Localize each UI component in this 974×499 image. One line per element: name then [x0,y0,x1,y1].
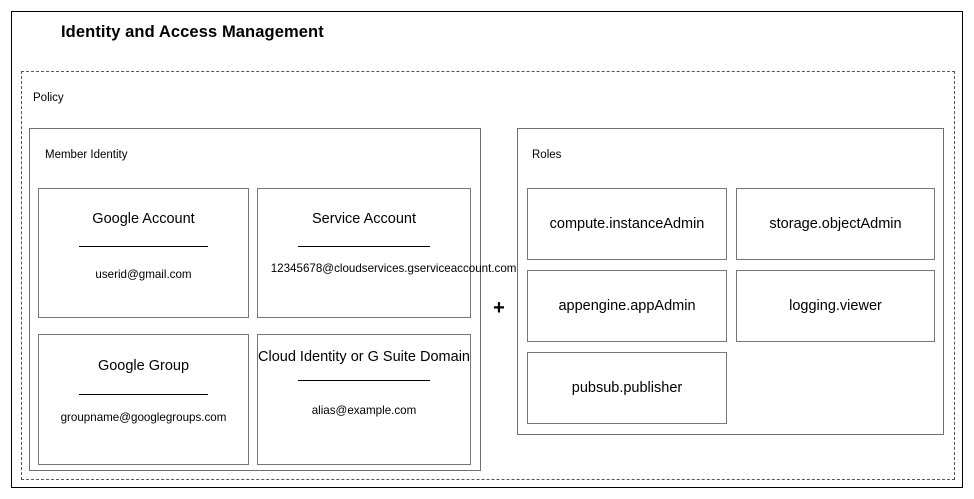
member-card-service-account[interactable]: Service Account 12345678@cloudservices.g… [257,188,517,318]
card-divider [298,380,430,382]
role-card-appengine-app-admin[interactable]: appengine.appAdmin [527,270,727,342]
role-card-storage-object-admin[interactable]: storage.objectAdmin [736,188,935,260]
role-card-pubsub-publisher[interactable]: pubsub.publisher [527,352,727,424]
member-card-google-group[interactable]: Google Group groupname@googlegroups.com [38,334,249,465]
card-divider [298,246,430,248]
plus-operator-icon: + [493,297,505,319]
member-identity-label: Member Identity [45,149,128,161]
card-value: groupname@googlegroups.com [60,411,227,425]
card-title: Cloud Identity or G Suite Domain [258,349,470,365]
member-card-google-account[interactable]: Google Account userid@gmail.com [38,188,249,318]
card-value: userid@gmail.com [95,268,192,282]
card-title: Google Account [92,211,195,227]
card-value: alias@example.com [311,404,417,418]
card-value: 12345678@cloudservices.gserviceaccount.c… [270,262,517,276]
card-divider [78,394,209,396]
roles-label: Roles [532,149,562,161]
member-card-cloud-identity[interactable]: Cloud Identity or G Suite Domain alias@e… [257,334,471,465]
policy-label: Policy [33,92,64,104]
role-card-compute-instance-admin[interactable]: compute.instanceAdmin [527,188,727,260]
card-divider [78,246,209,248]
card-title: Google Group [97,358,190,374]
card-title: Service Account [312,211,416,227]
role-card-logging-viewer[interactable]: logging.viewer [736,270,935,342]
policy-container [21,71,955,480]
page-title: Identity and Access Management [61,23,324,41]
